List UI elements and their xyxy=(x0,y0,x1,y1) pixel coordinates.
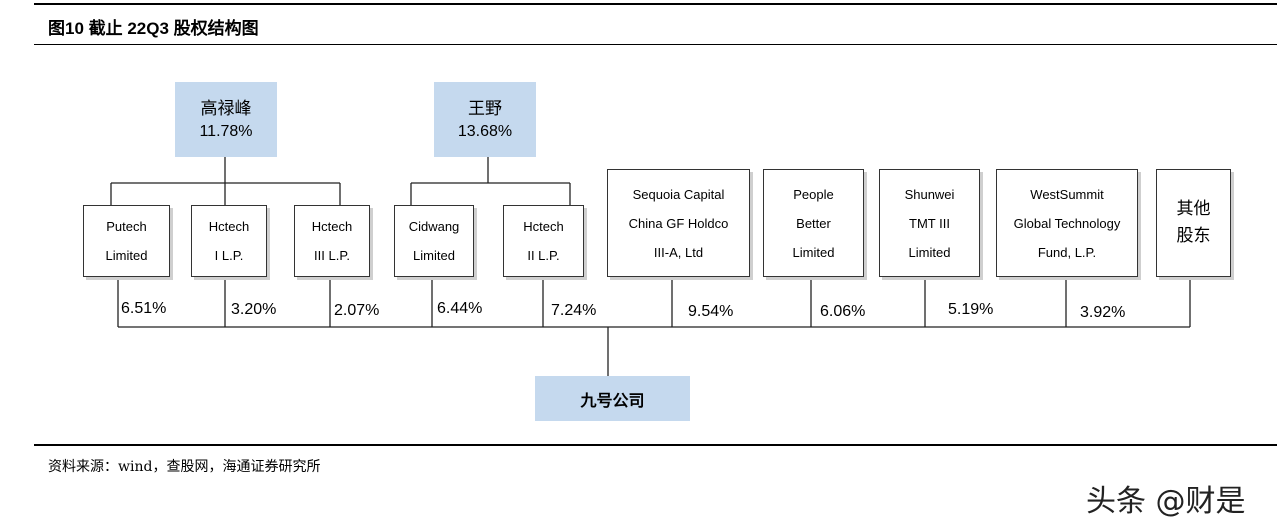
holder-pct: 11.78% xyxy=(199,122,253,140)
footer-rule xyxy=(34,444,1277,446)
entity-box-people-better: People Better Limited xyxy=(763,169,864,277)
entity-line: II L.P. xyxy=(527,248,560,263)
entity-box-cidwang: Cidwang Limited xyxy=(394,205,474,277)
entity-box-hctech-iii: Hctech III L.P. xyxy=(294,205,370,277)
holder-name: 王野 xyxy=(468,98,502,119)
entity-line: WestSummit xyxy=(1030,186,1104,202)
entity-box-hctech-i: Hctech I L.P. xyxy=(191,205,267,277)
entity-line: China GF Holdco xyxy=(628,215,729,231)
figure-title: 图10 截止 22Q3 股权结构图 xyxy=(48,19,259,38)
entity-line: 其他 xyxy=(1176,199,1211,219)
company-box: 九号公司 xyxy=(535,376,690,421)
holder-box-wang: 王野 13.68% xyxy=(434,82,536,157)
entity-line: TMT III xyxy=(909,215,950,231)
entity-line: Fund, L.P. xyxy=(1037,244,1097,260)
entity-line: Limited xyxy=(792,244,835,260)
entity-box-westsummit: WestSummit Global Technology Fund, L.P. xyxy=(996,169,1138,277)
entity-box-hctech-ii: Hctech II L.P. xyxy=(503,205,584,277)
entity-line: Limited xyxy=(105,248,148,263)
entity-box-shunwei: Shunwei TMT III Limited xyxy=(879,169,980,277)
title-underline xyxy=(34,44,1277,45)
watermark: 头条 @财是 xyxy=(1086,484,1246,519)
holder-pct: 13.68% xyxy=(457,122,513,140)
stake-pct-shunwei: 5.19% xyxy=(948,301,994,318)
stake-pct-cidwang: 6.44% xyxy=(437,300,483,317)
company-name: 九号公司 xyxy=(580,390,645,410)
entity-line: Better xyxy=(796,215,831,231)
entity-line: I L.P. xyxy=(214,248,244,263)
entity-box-sequoia: Sequoia Capital China GF Holdco III-A, L… xyxy=(607,169,750,277)
header-rule xyxy=(34,3,1277,5)
entity-line: Hctech xyxy=(208,219,250,234)
holder-box-gao: 高禄峰 11.78% xyxy=(175,82,277,157)
entity-line: Global Technology xyxy=(1013,215,1121,231)
entity-line: III-A, Ltd xyxy=(653,244,704,260)
stake-pct-westsummit: 3.92% xyxy=(1080,304,1126,321)
entity-line: Hctech xyxy=(523,219,564,234)
entity-box-other-shareholders: 其他 股东 xyxy=(1156,169,1231,277)
entity-line: Limited xyxy=(908,244,951,260)
entity-line: 股东 xyxy=(1176,226,1211,246)
entity-line: Limited xyxy=(413,248,455,263)
stake-pct-hctech-ii: 7.24% xyxy=(551,302,597,319)
stake-pct-sequoia: 9.54% xyxy=(688,303,734,320)
stake-pct-putech: 6.51% xyxy=(121,300,167,317)
source-note: 资料来源：wind，查股网，海通证券研究所 xyxy=(48,459,321,475)
entity-line: People xyxy=(793,186,834,202)
entity-line: Hctech xyxy=(311,219,353,234)
stake-pct-hctech-iii: 2.07% xyxy=(334,302,380,319)
entity-line: Cidwang xyxy=(408,219,460,234)
entity-box-putech: Putech Limited xyxy=(83,205,170,277)
entity-line: Sequoia Capital xyxy=(632,186,725,202)
entity-line: III L.P. xyxy=(314,248,350,263)
stake-pct-people-better: 6.06% xyxy=(820,303,866,320)
holder-name: 高禄峰 xyxy=(200,98,252,119)
entity-line: Putech xyxy=(106,219,147,234)
stake-pct-hctech-i: 3.20% xyxy=(231,301,277,318)
entity-line: Shunwei xyxy=(904,186,955,202)
